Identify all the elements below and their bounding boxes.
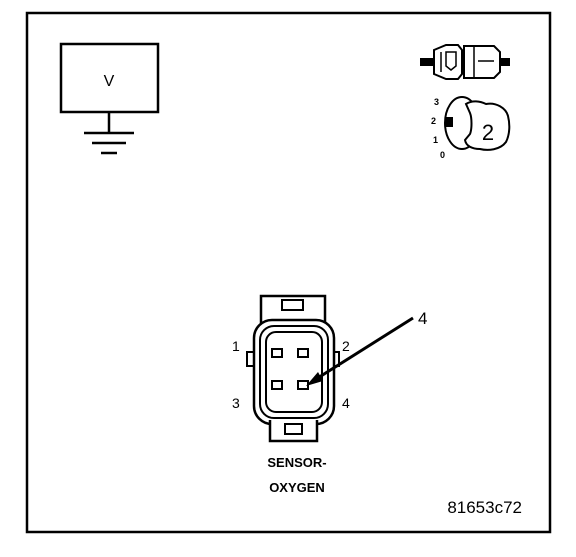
terminal-2 — [297, 348, 309, 358]
knob-scale-3: 3 — [434, 97, 439, 107]
voltmeter-symbol: V — [59, 42, 160, 155]
knob-scale-1: 1 — [433, 135, 438, 145]
pin-label-1: 1 — [232, 338, 240, 354]
outer-frame — [25, 11, 552, 534]
connector-name-line1: SENSOR- — [267, 455, 326, 470]
figure-id: 81653c72 — [447, 498, 522, 517]
terminal-3 — [271, 380, 283, 390]
selector-knob-icon: 3 2 1 0 2 — [431, 96, 511, 160]
knob-scale-2: 2 — [431, 116, 436, 126]
knob-scale-0: 0 — [440, 150, 445, 160]
inline-connector-icon — [420, 44, 510, 80]
connector-name-line2: OXYGEN — [269, 480, 325, 495]
terminal-1 — [271, 348, 283, 358]
oxygen-sensor-connector: 1 2 3 4 4 SENSOR- OXYGEN — [232, 294, 427, 495]
knob-setting-label: 2 — [482, 120, 494, 145]
pin-label-4: 4 — [342, 395, 350, 411]
pin-label-3: 3 — [232, 395, 240, 411]
voltmeter-label: V — [104, 73, 115, 90]
ground-icon — [84, 131, 134, 155]
callout-label: 4 — [418, 309, 427, 328]
pin-label-2: 2 — [342, 338, 350, 354]
callout-arrow — [306, 316, 414, 386]
terminal-4 — [297, 380, 309, 390]
